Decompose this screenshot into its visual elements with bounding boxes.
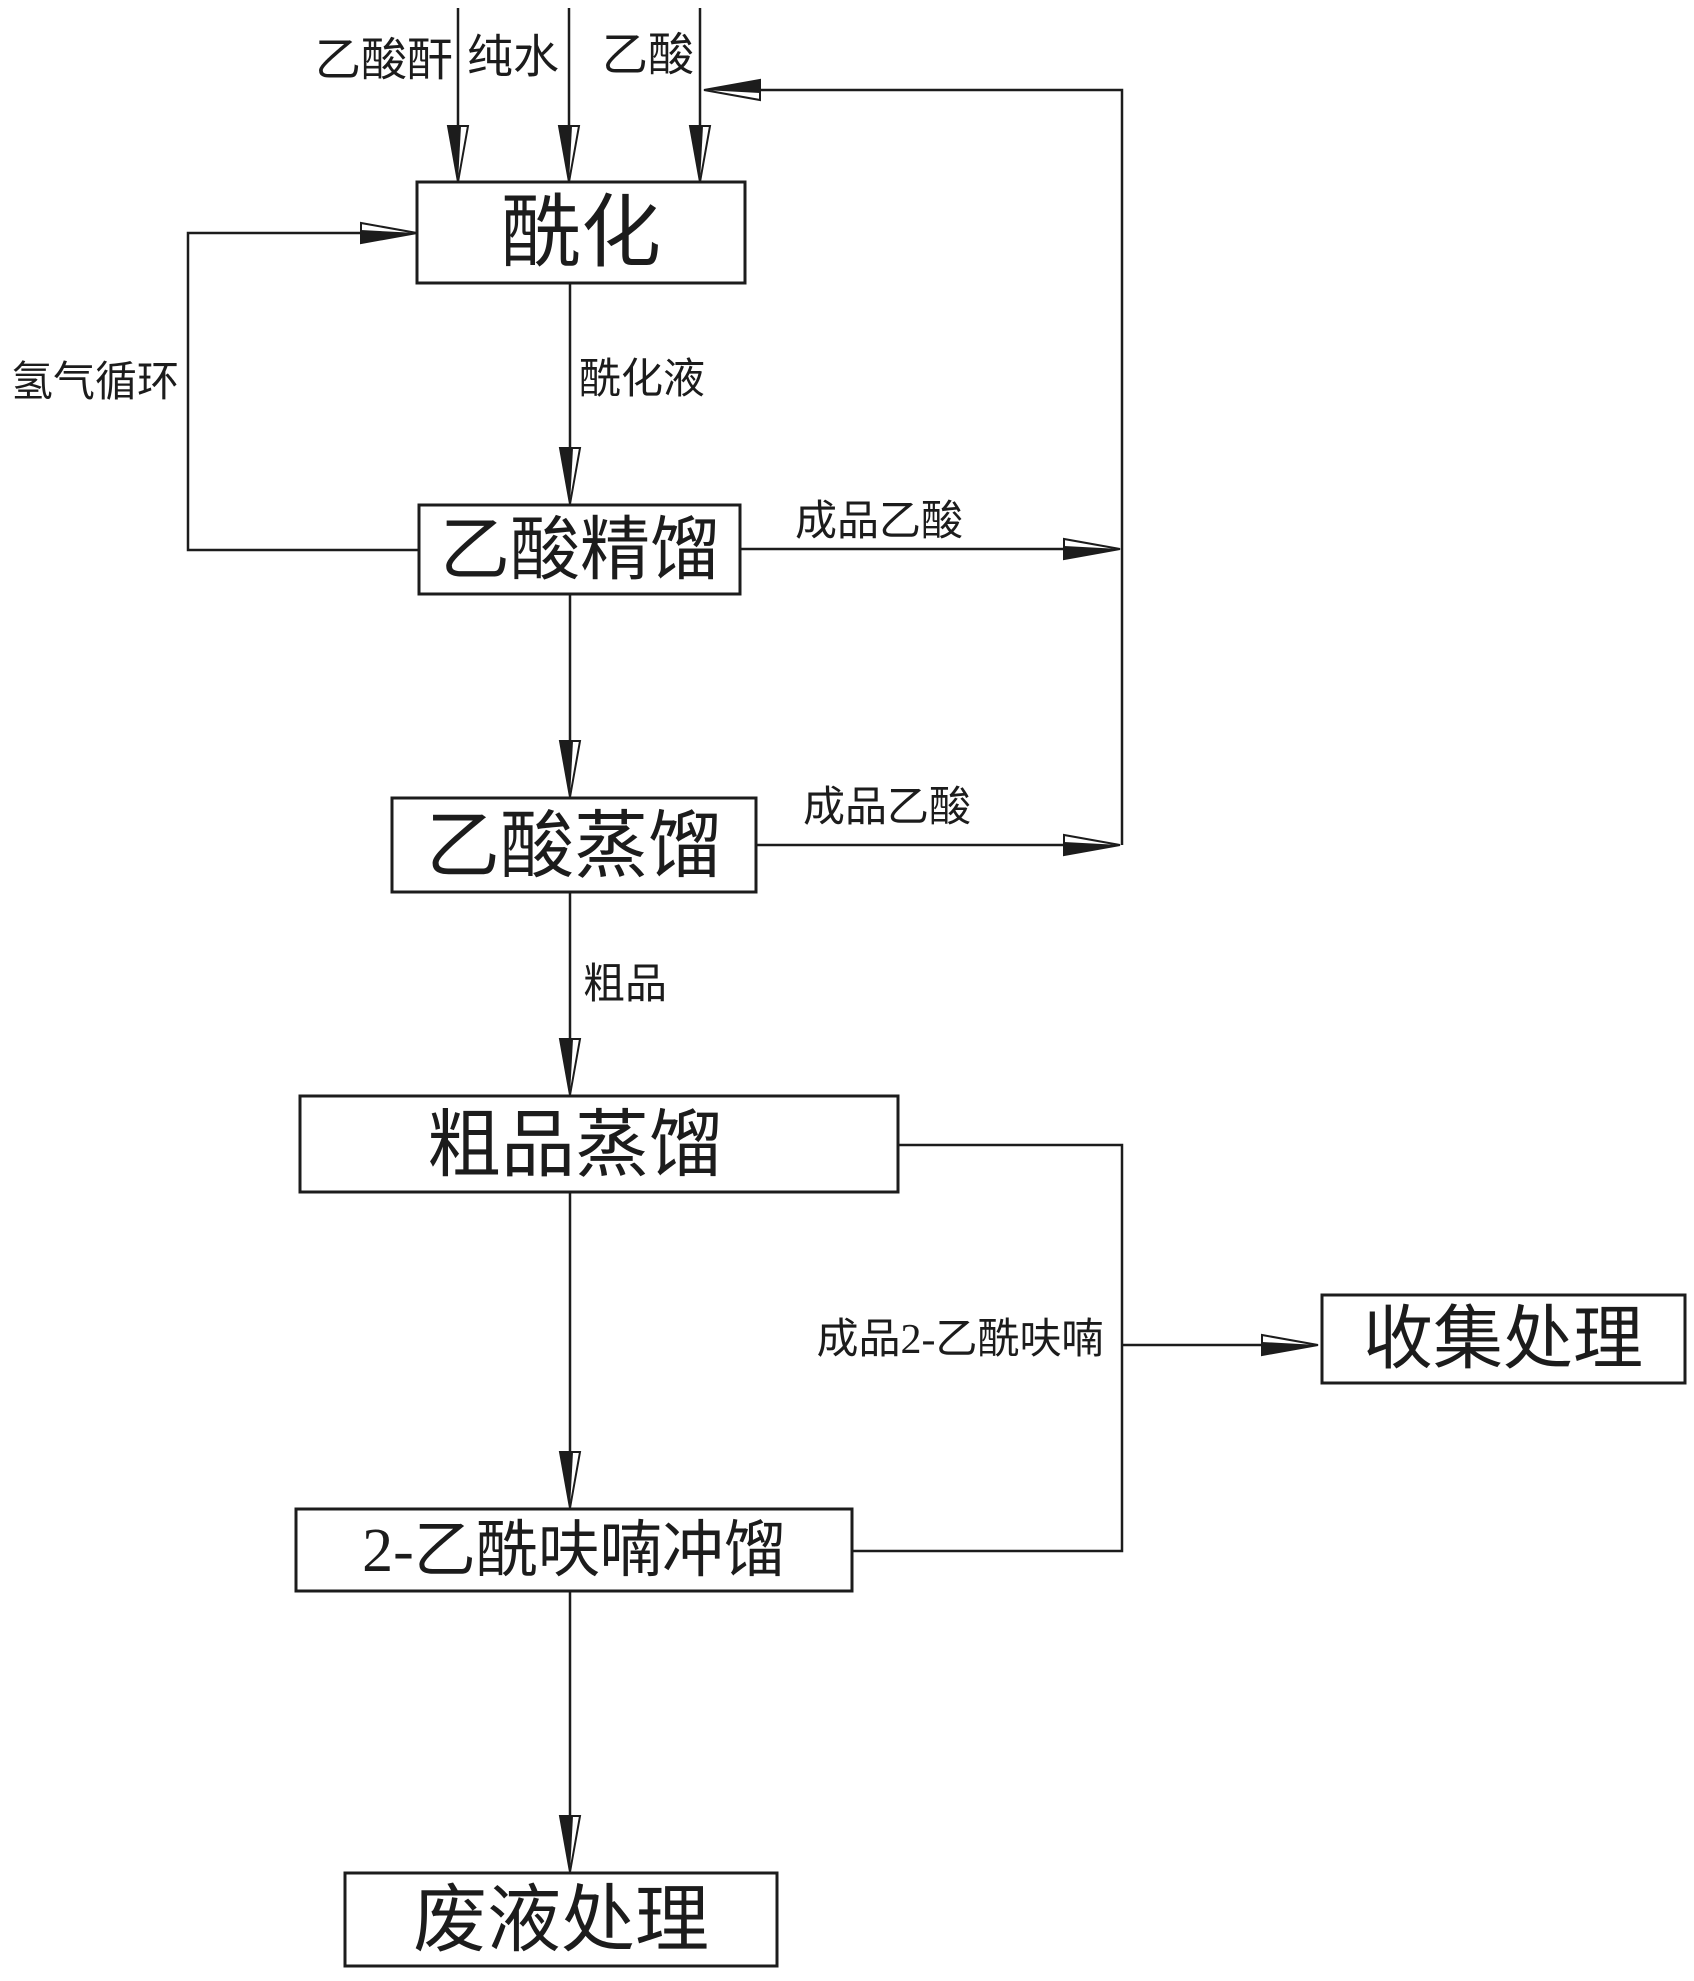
feed-label-acetic-anhydride: 乙酸酐 (315, 35, 453, 86)
node-label-waste-liquid-treatment: 废液处理 (413, 1880, 709, 1962)
stream-label-product-acetic-acid-top: 成品乙酸 (795, 499, 963, 545)
feed-label-pure-water: 纯水 (467, 32, 559, 83)
node-label-acylation: 酰化 (501, 190, 661, 278)
node-box-collection-treatment (1320, 1293, 1687, 1385)
node-box-acylation (415, 180, 747, 285)
stream-label-acylation-liquid: 酰化液 (579, 357, 705, 403)
stream-label-crude-product: 粗品 (583, 962, 667, 1008)
stream-label-hydrogen-recycle: 氢气循环 (11, 360, 179, 406)
connector-hydrogen-recycle (186, 231, 419, 552)
node-label-acetylfuran-flash-distillation: 2-乙酰呋喃冲馏 (362, 1517, 786, 1585)
node-box-acetylfuran-flash-distillation (294, 1507, 854, 1593)
node-label-collection-treatment: 收集处理 (1363, 1302, 1643, 1379)
node-label-acetic-acid-distillation: 乙酸蒸馏 (426, 806, 722, 888)
connector-acetic-acid-recycle (760, 88, 1124, 845)
connector-acetylfuran-header (852, 1143, 1124, 1553)
node-box-waste-liquid-treatment (343, 1871, 779, 1968)
stream-label-product-acetic-acid-bottom: 成品乙酸 (803, 785, 971, 831)
node-box-crude-distillation (298, 1094, 900, 1194)
stream-label-product-2-acetylfuran: 成品2-乙酰呋喃 (817, 1317, 1104, 1363)
node-label-acetic-acid-rectification: 乙酸精馏 (440, 513, 720, 590)
feed-label-acetic-acid: 乙酸 (602, 30, 694, 81)
node-label-crude-distillation: 粗品蒸馏 (427, 1105, 723, 1187)
